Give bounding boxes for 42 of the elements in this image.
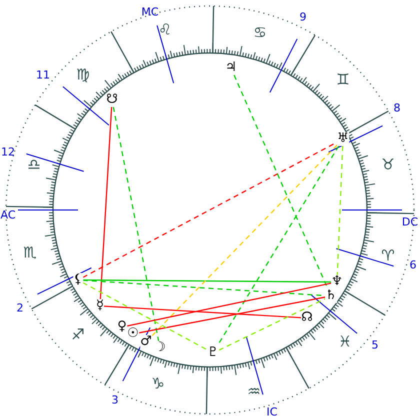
house-label: 5 (372, 338, 378, 352)
aspect-line (336, 146, 344, 276)
zodiac-sign-symbol: ♍ (76, 68, 90, 82)
house-label: MC (141, 6, 159, 18)
aspect-line (82, 279, 332, 283)
zodiac-sign-symbol: ♏ (23, 246, 37, 260)
zodiac-sign-symbol: ♎ (27, 158, 41, 172)
zodiac-sign-symbol: ♒ (247, 386, 261, 398)
house-label: 12 (1, 146, 15, 158)
house-label: 9 (300, 10, 306, 24)
planet-symbol: ⚸ (73, 273, 83, 287)
house-label: 8 (394, 102, 400, 114)
aspect-line (82, 282, 208, 350)
zodiac-sign-symbol: ♓ (338, 336, 352, 348)
planet-symbol: ♅ (337, 132, 349, 146)
aspect-line (112, 106, 160, 342)
zodiac-sign-symbol: ♐ (71, 328, 85, 342)
house-label: 11 (36, 68, 50, 82)
aspect-line (218, 298, 326, 351)
house-label: IC (266, 406, 278, 418)
planet-symbol: ☿ (96, 299, 104, 313)
aspect-line (100, 106, 112, 300)
zodiac-sign-symbol: ♋ (253, 26, 267, 40)
planet-symbol: ☋ (106, 93, 118, 107)
zodiac-sign-symbol: ♊ (336, 74, 350, 86)
house-label: 6 (410, 258, 416, 272)
planet-symbol: ♄ (325, 289, 337, 303)
aspect-line (138, 296, 326, 334)
zodiac-sign-symbol: ♌ (158, 24, 172, 36)
zodiac-sign-symbol: ♉ (381, 158, 395, 172)
aspect-line (104, 306, 302, 318)
house-label: 2 (16, 302, 24, 314)
aspect-line (126, 282, 332, 327)
planet-symbol: ♂ (140, 335, 152, 349)
planet-symbol: ♀ (117, 320, 127, 334)
planet-symbol: ♃ (225, 61, 237, 75)
house-label: AC (0, 208, 16, 222)
house-label: 3 (112, 394, 118, 406)
zodiac-sign-symbol: ♑ (151, 378, 165, 390)
house-label: DC (402, 216, 418, 228)
aspect-line (151, 144, 338, 336)
zodiac-sign-symbol: ♈ (381, 250, 395, 262)
